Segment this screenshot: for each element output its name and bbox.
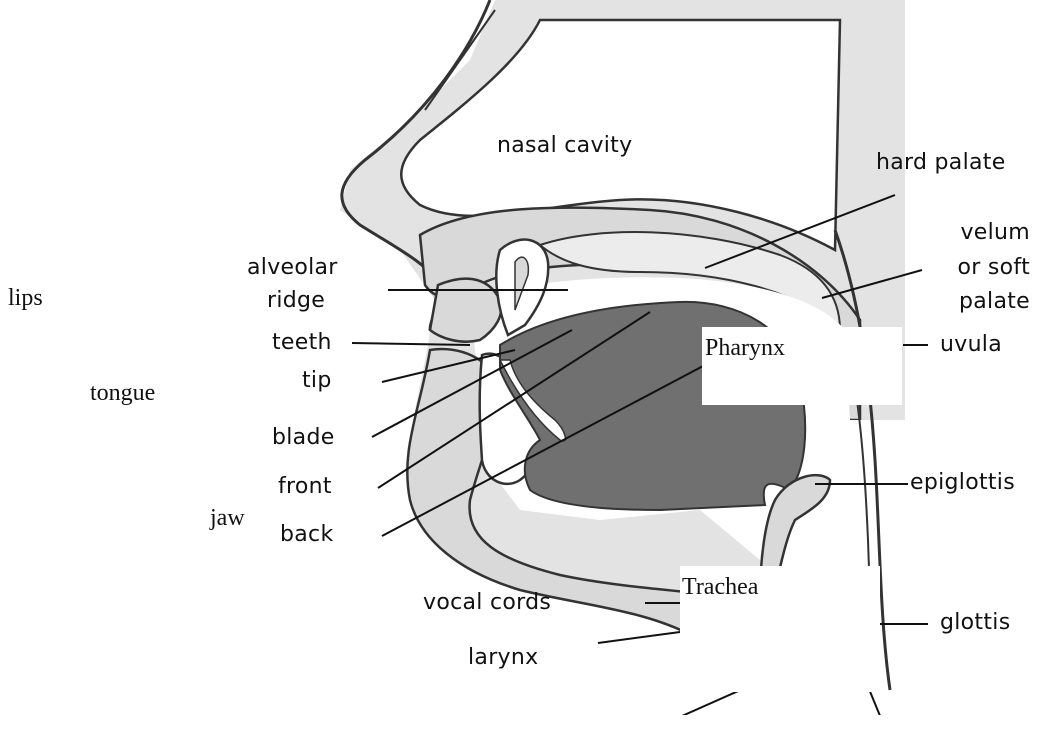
vocal-cords-label: vocal cords xyxy=(423,590,551,615)
alveolar-label-line1: alveolar xyxy=(247,255,338,280)
jaw-label: jaw xyxy=(210,505,245,532)
hard-palate-label: hard palate xyxy=(876,150,1006,175)
upper-lip xyxy=(430,279,501,342)
trachea-label: Trachea xyxy=(682,574,758,601)
velum-label-line2: or soft xyxy=(922,255,1030,280)
pharynx-label: Pharynx xyxy=(705,335,785,362)
blade-label: blade xyxy=(272,425,335,450)
nasal-cavity-label: nasal cavity xyxy=(497,133,632,158)
velum-label-line1: velum xyxy=(934,220,1030,245)
back-label: back xyxy=(280,522,333,547)
uvula-label: uvula xyxy=(940,332,1002,357)
lips-label: lips xyxy=(8,285,43,312)
front-label: front xyxy=(278,474,332,499)
bottom-cover-box xyxy=(560,715,980,733)
teeth-label: teeth xyxy=(272,330,332,355)
alveolar-label-line2: ridge xyxy=(267,288,325,313)
velum-label-line3: palate xyxy=(922,289,1030,314)
epiglottis-label: epiglottis xyxy=(910,470,1015,495)
glottis-label: glottis xyxy=(940,610,1010,635)
tongue-label: tongue xyxy=(90,380,155,407)
larynx-label: larynx xyxy=(468,645,538,670)
leader-larynx xyxy=(598,632,680,643)
tip-label: tip xyxy=(302,368,332,393)
